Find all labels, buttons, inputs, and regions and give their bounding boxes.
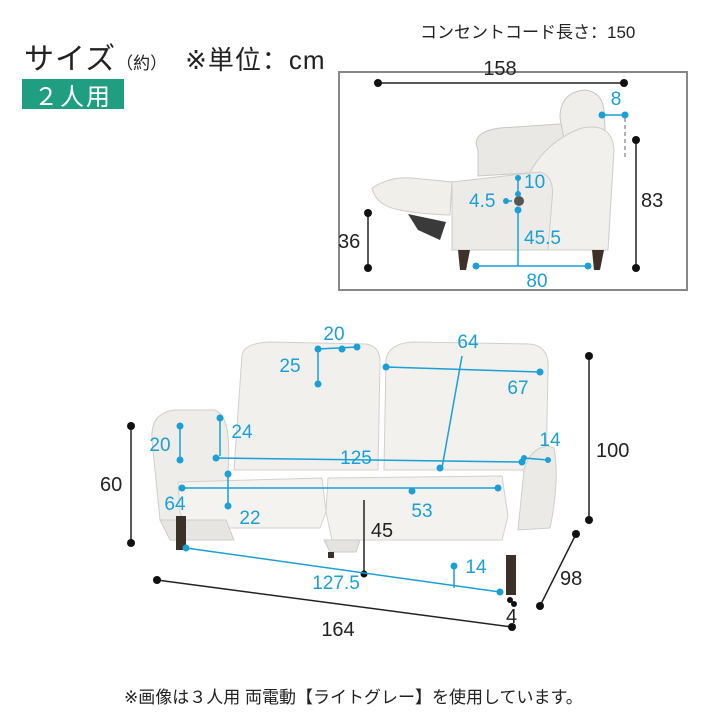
- leg-height-label: 4: [506, 606, 517, 628]
- legs-span-label: 80: [526, 271, 547, 292]
- dim-dot: [472, 262, 480, 270]
- headrest-width-line: [317, 346, 358, 350]
- unit-label: ※単位：cm: [185, 45, 326, 75]
- dim-dot: [314, 345, 322, 353]
- sofa-front-image: [151, 341, 557, 595]
- dim-dot: [496, 588, 504, 596]
- capacity-badge: ２人用: [22, 79, 124, 111]
- seat-height-label: 36: [338, 231, 360, 253]
- headrest-width-label: 20: [323, 324, 344, 345]
- back-width-label: 67: [507, 378, 528, 399]
- dim-dot: [545, 457, 551, 463]
- dim-dot: [632, 136, 640, 144]
- seat-width-label: 125: [340, 448, 372, 469]
- page-title: サイズ（約） ※単位：cm: [24, 34, 326, 78]
- total-width-line: [156, 579, 513, 628]
- back-width-line: [385, 366, 541, 373]
- dim-dot: [598, 111, 606, 119]
- seat-depth-left-label: 64: [164, 494, 186, 515]
- dim-dot: [224, 502, 232, 510]
- dim-dot: [353, 343, 361, 351]
- dim-dot: [364, 209, 372, 217]
- dim-dot: [620, 79, 628, 87]
- cord-length-label: コンセントコード長さ：150: [420, 23, 636, 42]
- dim-dot: [364, 264, 372, 272]
- dim-dot: [514, 206, 522, 214]
- front-height-label: 60: [100, 474, 122, 496]
- dim-dot: [511, 601, 517, 607]
- dim-dot: [585, 352, 593, 360]
- dim-dot: [632, 264, 640, 272]
- dim-dot: [382, 363, 390, 371]
- switch-height-label: 10: [524, 172, 545, 193]
- dim-dot: [178, 484, 186, 492]
- dim-dot: [621, 111, 629, 119]
- dim-dot: [515, 191, 521, 197]
- dim-dot: [536, 368, 544, 376]
- dim-dot: [436, 464, 444, 472]
- dim-dot: [408, 487, 416, 495]
- dim-dot: [224, 470, 232, 478]
- base-width-line: [185, 547, 501, 593]
- back-top-width-label: 64: [457, 332, 479, 353]
- dim-dot: [450, 562, 458, 570]
- arm-side-label: 14: [539, 430, 561, 451]
- arm-top-label: 24: [231, 422, 253, 443]
- footnote: ※画像は３人用 両電動【ライトグレー】を使用しています。: [124, 688, 583, 707]
- side-height-label: 83: [641, 190, 663, 212]
- dim-dot: [585, 516, 593, 524]
- dim-dot: [212, 454, 220, 462]
- back-depth-label: 8: [611, 89, 622, 110]
- seat-width-line: [215, 457, 523, 463]
- dim-dot: [127, 422, 135, 430]
- dim-dot: [153, 576, 161, 584]
- dim-dot: [536, 602, 544, 610]
- dim-dot: [374, 79, 382, 87]
- dim-dot: [314, 380, 322, 388]
- leg-gap-label: 14: [465, 557, 487, 578]
- dim-dot: [176, 456, 184, 464]
- dim-dot: [176, 422, 184, 430]
- switch-width-label: 4.5: [469, 191, 495, 212]
- dim-dot: [521, 455, 527, 461]
- side-width-label: 158: [483, 58, 516, 80]
- dim-dot: [127, 539, 135, 547]
- title-text: サイズ: [24, 43, 117, 76]
- dim-dot: [503, 198, 509, 204]
- title-approx: （約）: [116, 54, 168, 73]
- total-width-label: 164: [321, 619, 354, 641]
- seat-depth-right-label: 53: [411, 501, 432, 522]
- total-height-label: 100: [596, 440, 629, 462]
- back-height-line: [441, 355, 463, 469]
- depth-label: 98: [560, 568, 582, 590]
- headrest-height-label: 25: [279, 356, 300, 377]
- arm-side-line: [523, 457, 549, 461]
- dim-dot: [572, 530, 580, 538]
- arm-height-label: 45.5: [524, 228, 561, 249]
- dim-dot: [584, 262, 592, 270]
- dim-dot: [182, 544, 190, 552]
- arm-height-label-front: 20: [149, 435, 170, 456]
- seat-depth-inner-label: 22: [239, 508, 260, 529]
- dim-dot: [494, 484, 502, 492]
- dim-dot: [508, 623, 516, 631]
- dim-dot: [515, 175, 521, 181]
- dim-dot: [338, 345, 346, 353]
- sofa-side-image: [371, 89, 615, 270]
- dim-dot: [216, 414, 224, 422]
- depth-line: [539, 533, 577, 607]
- base-width-label: 127.5: [312, 573, 360, 594]
- seat-height-label-front: 45: [371, 520, 393, 542]
- dim-dot: [507, 597, 513, 603]
